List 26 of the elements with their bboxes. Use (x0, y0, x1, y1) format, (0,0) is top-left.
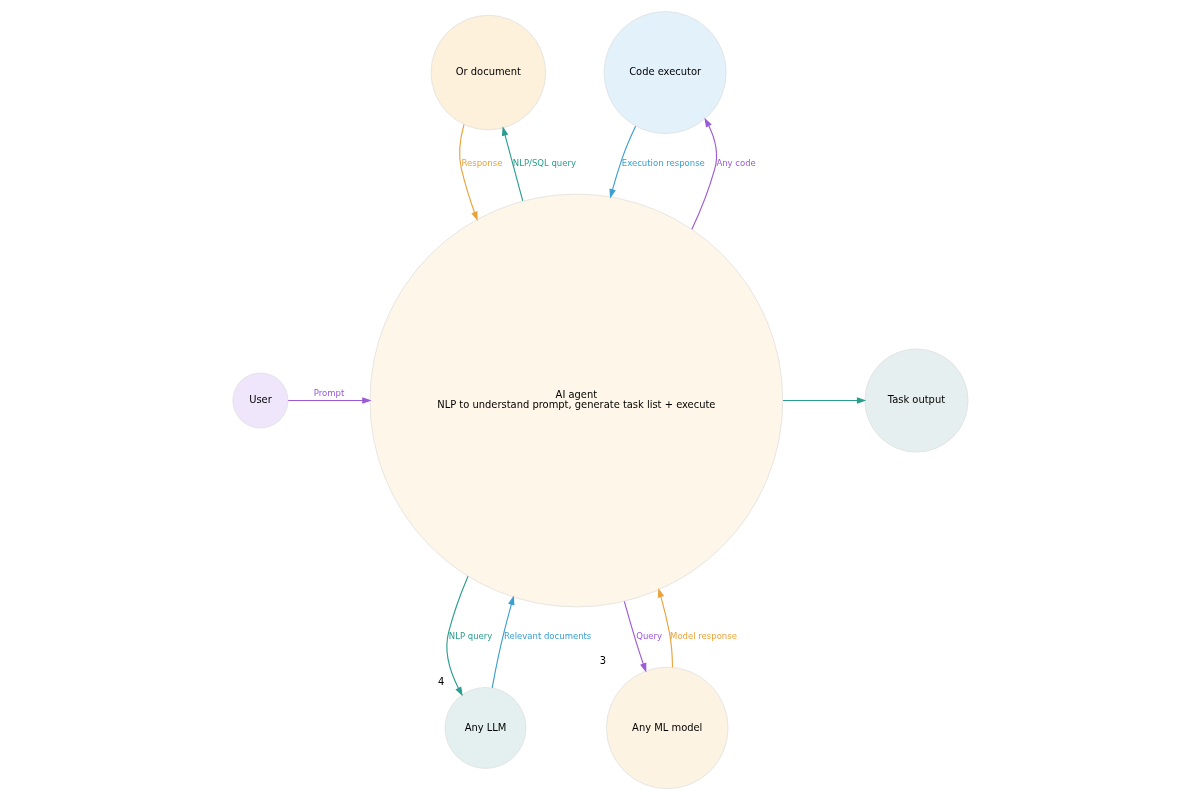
node-label: 3 (599, 655, 606, 667)
edge-label: Any code (715, 158, 756, 169)
arrow (501, 126, 523, 202)
edge-label: NLP query (448, 631, 492, 642)
edge-label: Response (461, 158, 502, 169)
node-circle: Task output (864, 348, 968, 453)
arrow (287, 397, 372, 404)
arrow (491, 595, 514, 689)
edge-label: Model response (669, 631, 737, 642)
node-circle: Code executor (603, 11, 727, 134)
node-circle: User (232, 372, 288, 429)
edge-label: Relevant documents (503, 631, 591, 642)
edge-label: Execution response (621, 158, 705, 169)
node-circle: Or document (430, 14, 546, 131)
edge-label: NLP/SQL query (512, 158, 576, 169)
arrow (657, 587, 673, 668)
arrow (623, 600, 646, 673)
edge-label: Query (635, 631, 662, 642)
arrow (781, 397, 866, 404)
arrow (458, 123, 478, 222)
arrow (690, 117, 717, 230)
node-circle: Any ML model (605, 666, 728, 790)
edge-label: Prompt (313, 387, 344, 398)
arrow (608, 125, 636, 199)
arrow (445, 575, 469, 697)
node-label: 4 (437, 675, 444, 687)
